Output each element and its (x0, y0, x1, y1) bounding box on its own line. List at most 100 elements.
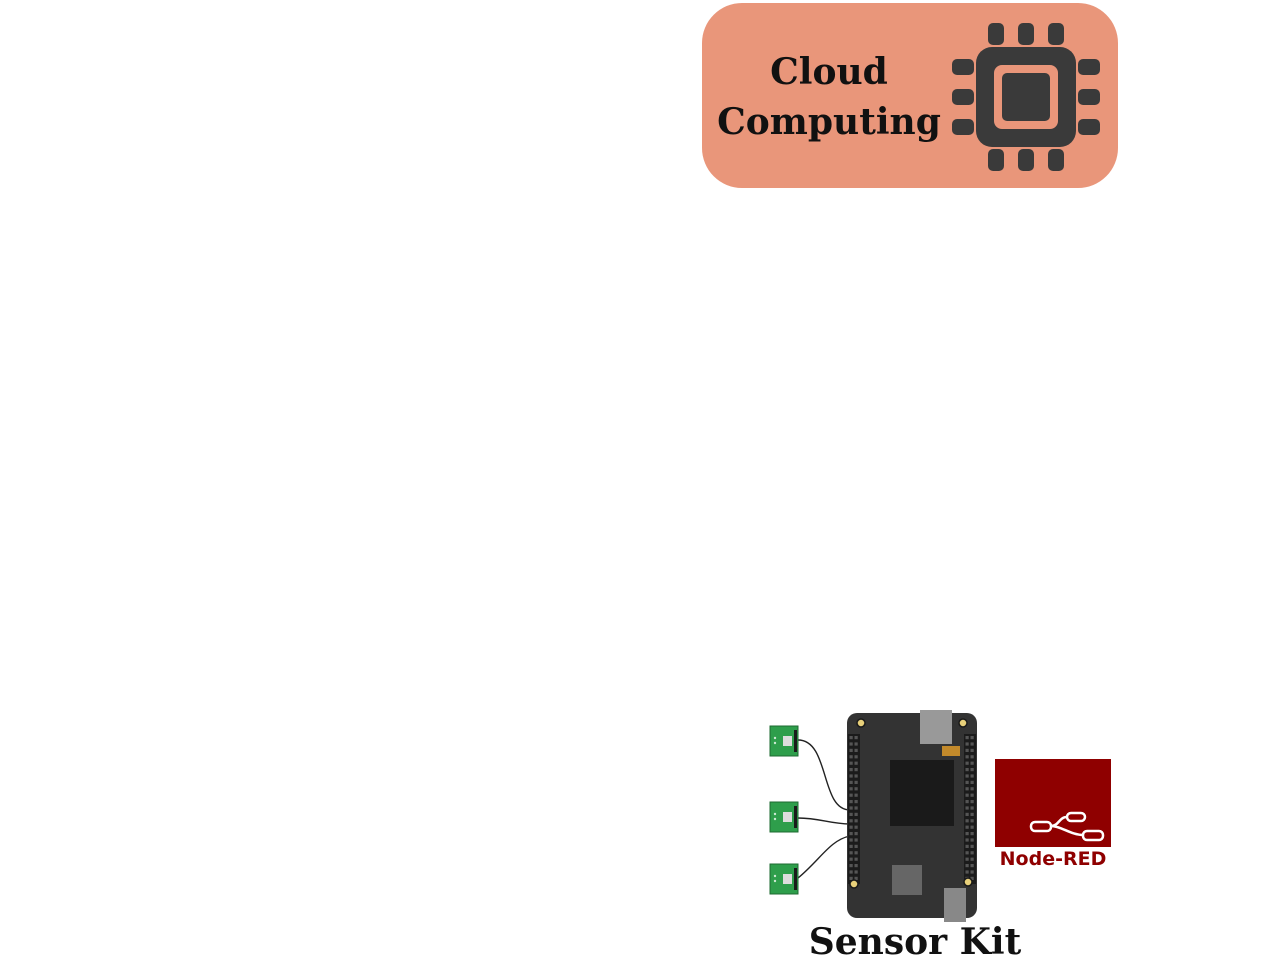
header-pin (854, 864, 858, 868)
sensor-module-icon (769, 863, 799, 895)
header-pin (849, 768, 853, 772)
node-red-logo-box (995, 759, 1111, 847)
header-pin (965, 768, 969, 772)
header-pin (965, 832, 969, 836)
sensor-kit-label: Sensor Kit (808, 921, 1022, 960)
header-pin (854, 780, 858, 784)
header-pin (970, 736, 974, 740)
header-pin (965, 736, 969, 740)
header-pin (849, 864, 853, 868)
sensor-kit-group: Node-RED Sensor Kit (760, 700, 1130, 960)
header-pin (854, 838, 858, 842)
header-pin (965, 844, 969, 848)
header-pin (965, 742, 969, 746)
header-pin (970, 832, 974, 836)
header-pin (970, 787, 974, 791)
header-pin (965, 864, 969, 868)
header-pin (849, 857, 853, 861)
header-pin (970, 819, 974, 823)
header-pin (849, 812, 853, 816)
header-pin (854, 806, 858, 810)
header-pin (965, 748, 969, 752)
cloud-computing-box: Cloud Computing (702, 3, 1118, 188)
header-pin (849, 819, 853, 823)
cloud-computing-label: Cloud Computing (714, 47, 944, 147)
header-pin (854, 844, 858, 848)
header-pin (970, 780, 974, 784)
header-pin (849, 787, 853, 791)
header-pin (970, 857, 974, 861)
header-pins-right (965, 736, 974, 880)
header-pin (854, 793, 858, 797)
header-pin (970, 748, 974, 752)
header-pin (965, 857, 969, 861)
header-pin (849, 800, 853, 804)
header-pin (849, 774, 853, 778)
header-pin (970, 838, 974, 842)
header-pin (849, 793, 853, 797)
header-pin (965, 812, 969, 816)
header-pins-left (849, 736, 858, 880)
header-pin (854, 742, 858, 746)
header-pin (854, 755, 858, 759)
sensor-module-icon (769, 801, 799, 833)
header-pin (854, 857, 858, 861)
header-pin (970, 742, 974, 746)
header-pin (965, 755, 969, 759)
header-pin (965, 774, 969, 778)
header-pin (965, 761, 969, 765)
node-red-flow-icon (1029, 811, 1105, 842)
cpu-chip-icon (952, 23, 1100, 171)
header-pin (970, 876, 974, 880)
node-red-logo-icon: Node-RED (995, 759, 1111, 871)
header-pin (854, 761, 858, 765)
header-pin (970, 761, 974, 765)
header-pin (849, 832, 853, 836)
header-pin (849, 755, 853, 759)
header-pin (965, 780, 969, 784)
header-pin (849, 838, 853, 842)
header-pin (970, 806, 974, 810)
header-pin (965, 806, 969, 810)
header-pin (970, 825, 974, 829)
header-pin (965, 787, 969, 791)
cloud-label-line2: Computing (717, 101, 941, 143)
header-pin (849, 736, 853, 740)
header-pin (854, 851, 858, 855)
header-pin (849, 825, 853, 829)
header-pin (849, 870, 853, 874)
header-pin (965, 851, 969, 855)
header-pin (849, 761, 853, 765)
header-pin (854, 832, 858, 836)
header-pin (965, 800, 969, 804)
single-board-computer-icon (847, 710, 977, 922)
node-red-label: Node-RED (999, 848, 1107, 870)
header-pin (965, 838, 969, 842)
header-pin (854, 748, 858, 752)
header-pin (854, 736, 858, 740)
header-pin (970, 870, 974, 874)
header-pin (970, 851, 974, 855)
header-pin (849, 851, 853, 855)
header-pin (849, 780, 853, 784)
header-pin (970, 844, 974, 848)
cloud-label-line1: Cloud (770, 51, 888, 93)
header-pin (849, 844, 853, 848)
header-pin (965, 793, 969, 797)
sensor-kit-illustration (769, 710, 977, 922)
header-pin (970, 755, 974, 759)
sensor-wires (797, 739, 851, 879)
sensor-module-icon (769, 725, 799, 757)
header-pin (970, 774, 974, 778)
header-pin (970, 768, 974, 772)
header-pin (970, 800, 974, 804)
header-pin (854, 876, 858, 880)
header-pin (854, 825, 858, 829)
header-pin (854, 768, 858, 772)
header-pin (849, 876, 853, 880)
header-pin (854, 870, 858, 874)
header-pin (854, 774, 858, 778)
header-pin (965, 870, 969, 874)
header-pin (854, 812, 858, 816)
